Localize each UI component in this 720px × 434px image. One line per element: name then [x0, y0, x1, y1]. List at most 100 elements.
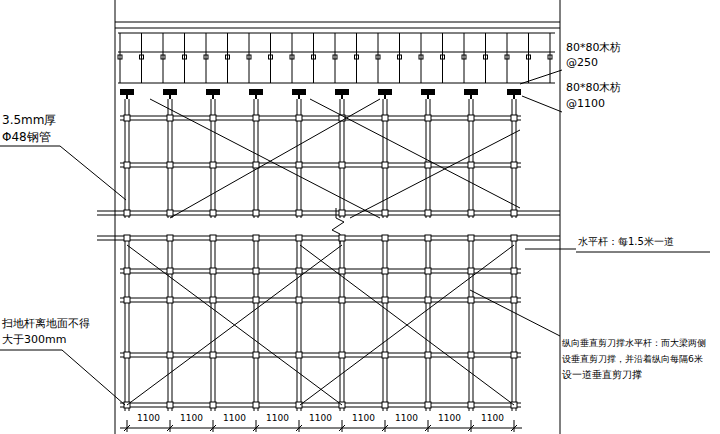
coupler — [425, 297, 431, 303]
coupler — [339, 162, 345, 168]
callout-text: 水平杆：每1.5米一道 — [578, 236, 674, 248]
steel-pole — [469, 238, 470, 411]
joist-node — [484, 55, 488, 59]
horizontal-tube — [120, 269, 521, 270]
frame-line — [560, 0, 561, 434]
dimension-ext — [342, 420, 343, 432]
coupler — [167, 268, 173, 274]
timber-section — [163, 89, 177, 95]
timber-stem — [513, 95, 515, 99]
coupler — [382, 297, 388, 303]
timber-stem — [126, 95, 128, 99]
horizontal-tube — [120, 167, 521, 168]
timber-stem — [169, 95, 171, 99]
coupler — [468, 402, 474, 408]
steel-pole — [172, 238, 173, 411]
leader-line — [520, 70, 562, 84]
coupler — [425, 268, 431, 274]
steel-pole — [211, 238, 212, 411]
coupler — [296, 297, 302, 303]
steel-pole — [340, 238, 341, 411]
coupler — [124, 297, 130, 303]
timber-section — [378, 89, 392, 95]
horizontal-tube — [120, 353, 521, 354]
horizontal-tube — [120, 403, 521, 404]
joist-line — [141, 33, 142, 83]
timber-stem — [255, 95, 257, 99]
coupler — [210, 297, 216, 303]
coupler — [382, 352, 388, 358]
coupler — [253, 210, 259, 216]
coupler — [382, 235, 388, 241]
joist-line — [464, 33, 465, 83]
joist-line — [528, 33, 529, 83]
coupler — [468, 352, 474, 358]
joist-node — [226, 55, 230, 59]
coupler — [253, 352, 259, 358]
coupler — [296, 210, 302, 216]
horizontal-tube — [120, 302, 521, 303]
horizontal-tube — [97, 215, 560, 216]
joist-node — [290, 55, 294, 59]
joist-node — [118, 55, 122, 59]
coupler — [468, 162, 474, 168]
timber-section — [206, 89, 220, 95]
timber-section — [292, 89, 306, 95]
joist-node — [505, 55, 509, 59]
dimension-text: 1100 — [481, 413, 504, 423]
timber-stem — [427, 95, 429, 99]
steel-pole — [301, 238, 302, 411]
joist-node — [355, 55, 359, 59]
coupler — [296, 235, 302, 241]
joist-node — [398, 55, 402, 59]
timber-section — [464, 89, 478, 95]
coupler — [210, 352, 216, 358]
dimension-ext — [170, 420, 171, 432]
coupler — [339, 210, 345, 216]
coupler — [511, 268, 517, 274]
coupler — [296, 162, 302, 168]
coupler — [167, 210, 173, 216]
coupler — [511, 352, 517, 358]
joist-line — [184, 33, 185, 83]
scissor-brace — [310, 99, 520, 208]
scissor-brace — [170, 99, 380, 218]
callout-text: 3.5mm厚 — [2, 114, 56, 128]
dimension-ext — [385, 420, 386, 432]
leader-line — [60, 146, 126, 200]
dimension-ext — [471, 420, 472, 432]
joist-line — [442, 33, 443, 83]
callout-text: 扫地杆离地面不得 — [2, 318, 90, 331]
timber-stem — [341, 95, 343, 99]
joist-line — [335, 33, 336, 83]
joist-node — [204, 55, 208, 59]
steel-pole — [430, 238, 431, 411]
coupler — [296, 268, 302, 274]
joist-node — [140, 55, 144, 59]
timber-stem — [470, 95, 472, 99]
dimension-text: 1100 — [352, 413, 375, 423]
coupler — [511, 115, 517, 121]
dimension-text: 1100 — [137, 413, 160, 423]
coupler — [253, 268, 259, 274]
steel-pole — [297, 238, 298, 411]
callout-text: @250 — [566, 57, 598, 70]
coupler — [468, 115, 474, 121]
callout-text: 80*80木枋 — [566, 42, 622, 55]
scissor-brace — [150, 99, 380, 218]
leader-line — [525, 249, 576, 250]
joist-line — [507, 33, 508, 83]
joist-line — [485, 33, 486, 83]
callout-text: 80*80木枋 — [566, 82, 622, 95]
horizontal-tube — [120, 163, 521, 164]
scissor-brace — [127, 245, 342, 405]
coupler — [425, 402, 431, 408]
horizontal-tube — [120, 298, 521, 299]
steel-pole — [387, 238, 388, 411]
callout-text: 纵向垂直剪刀撑水平杆：而大梁两侧 — [562, 338, 706, 349]
dimension-ext — [514, 420, 515, 432]
coupler — [382, 210, 388, 216]
leader-line — [522, 96, 562, 112]
steel-pole — [258, 238, 259, 411]
coupler — [425, 162, 431, 168]
